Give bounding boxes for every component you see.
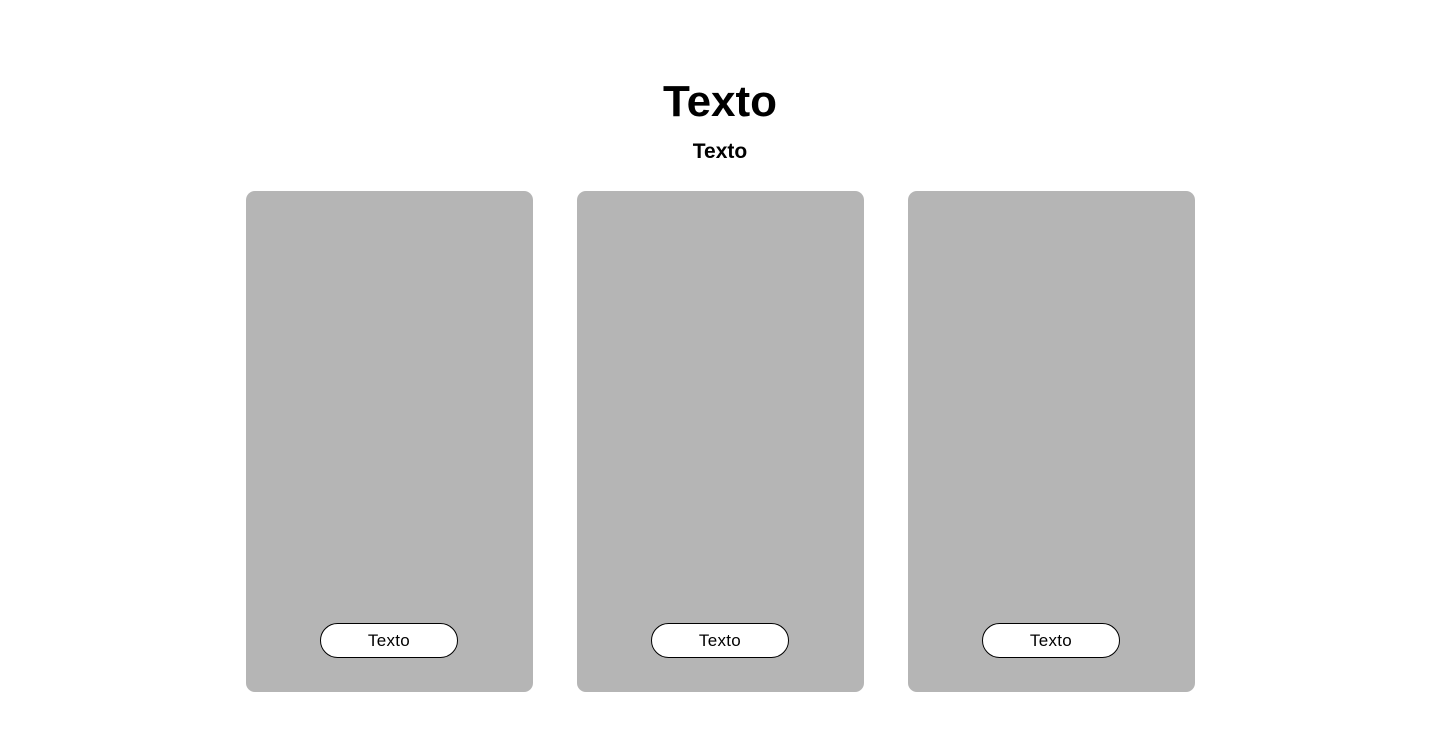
card-1-button[interactable]: Texto	[320, 623, 458, 658]
card-2-button[interactable]: Texto	[651, 623, 789, 658]
card-3: Texto	[908, 191, 1195, 692]
page-title: Texto	[662, 77, 778, 126]
card-2: Texto	[577, 191, 864, 692]
card-3-button[interactable]: Texto	[982, 623, 1120, 658]
page-subtitle: Texto	[692, 140, 748, 163]
card-1: Texto	[246, 191, 533, 692]
